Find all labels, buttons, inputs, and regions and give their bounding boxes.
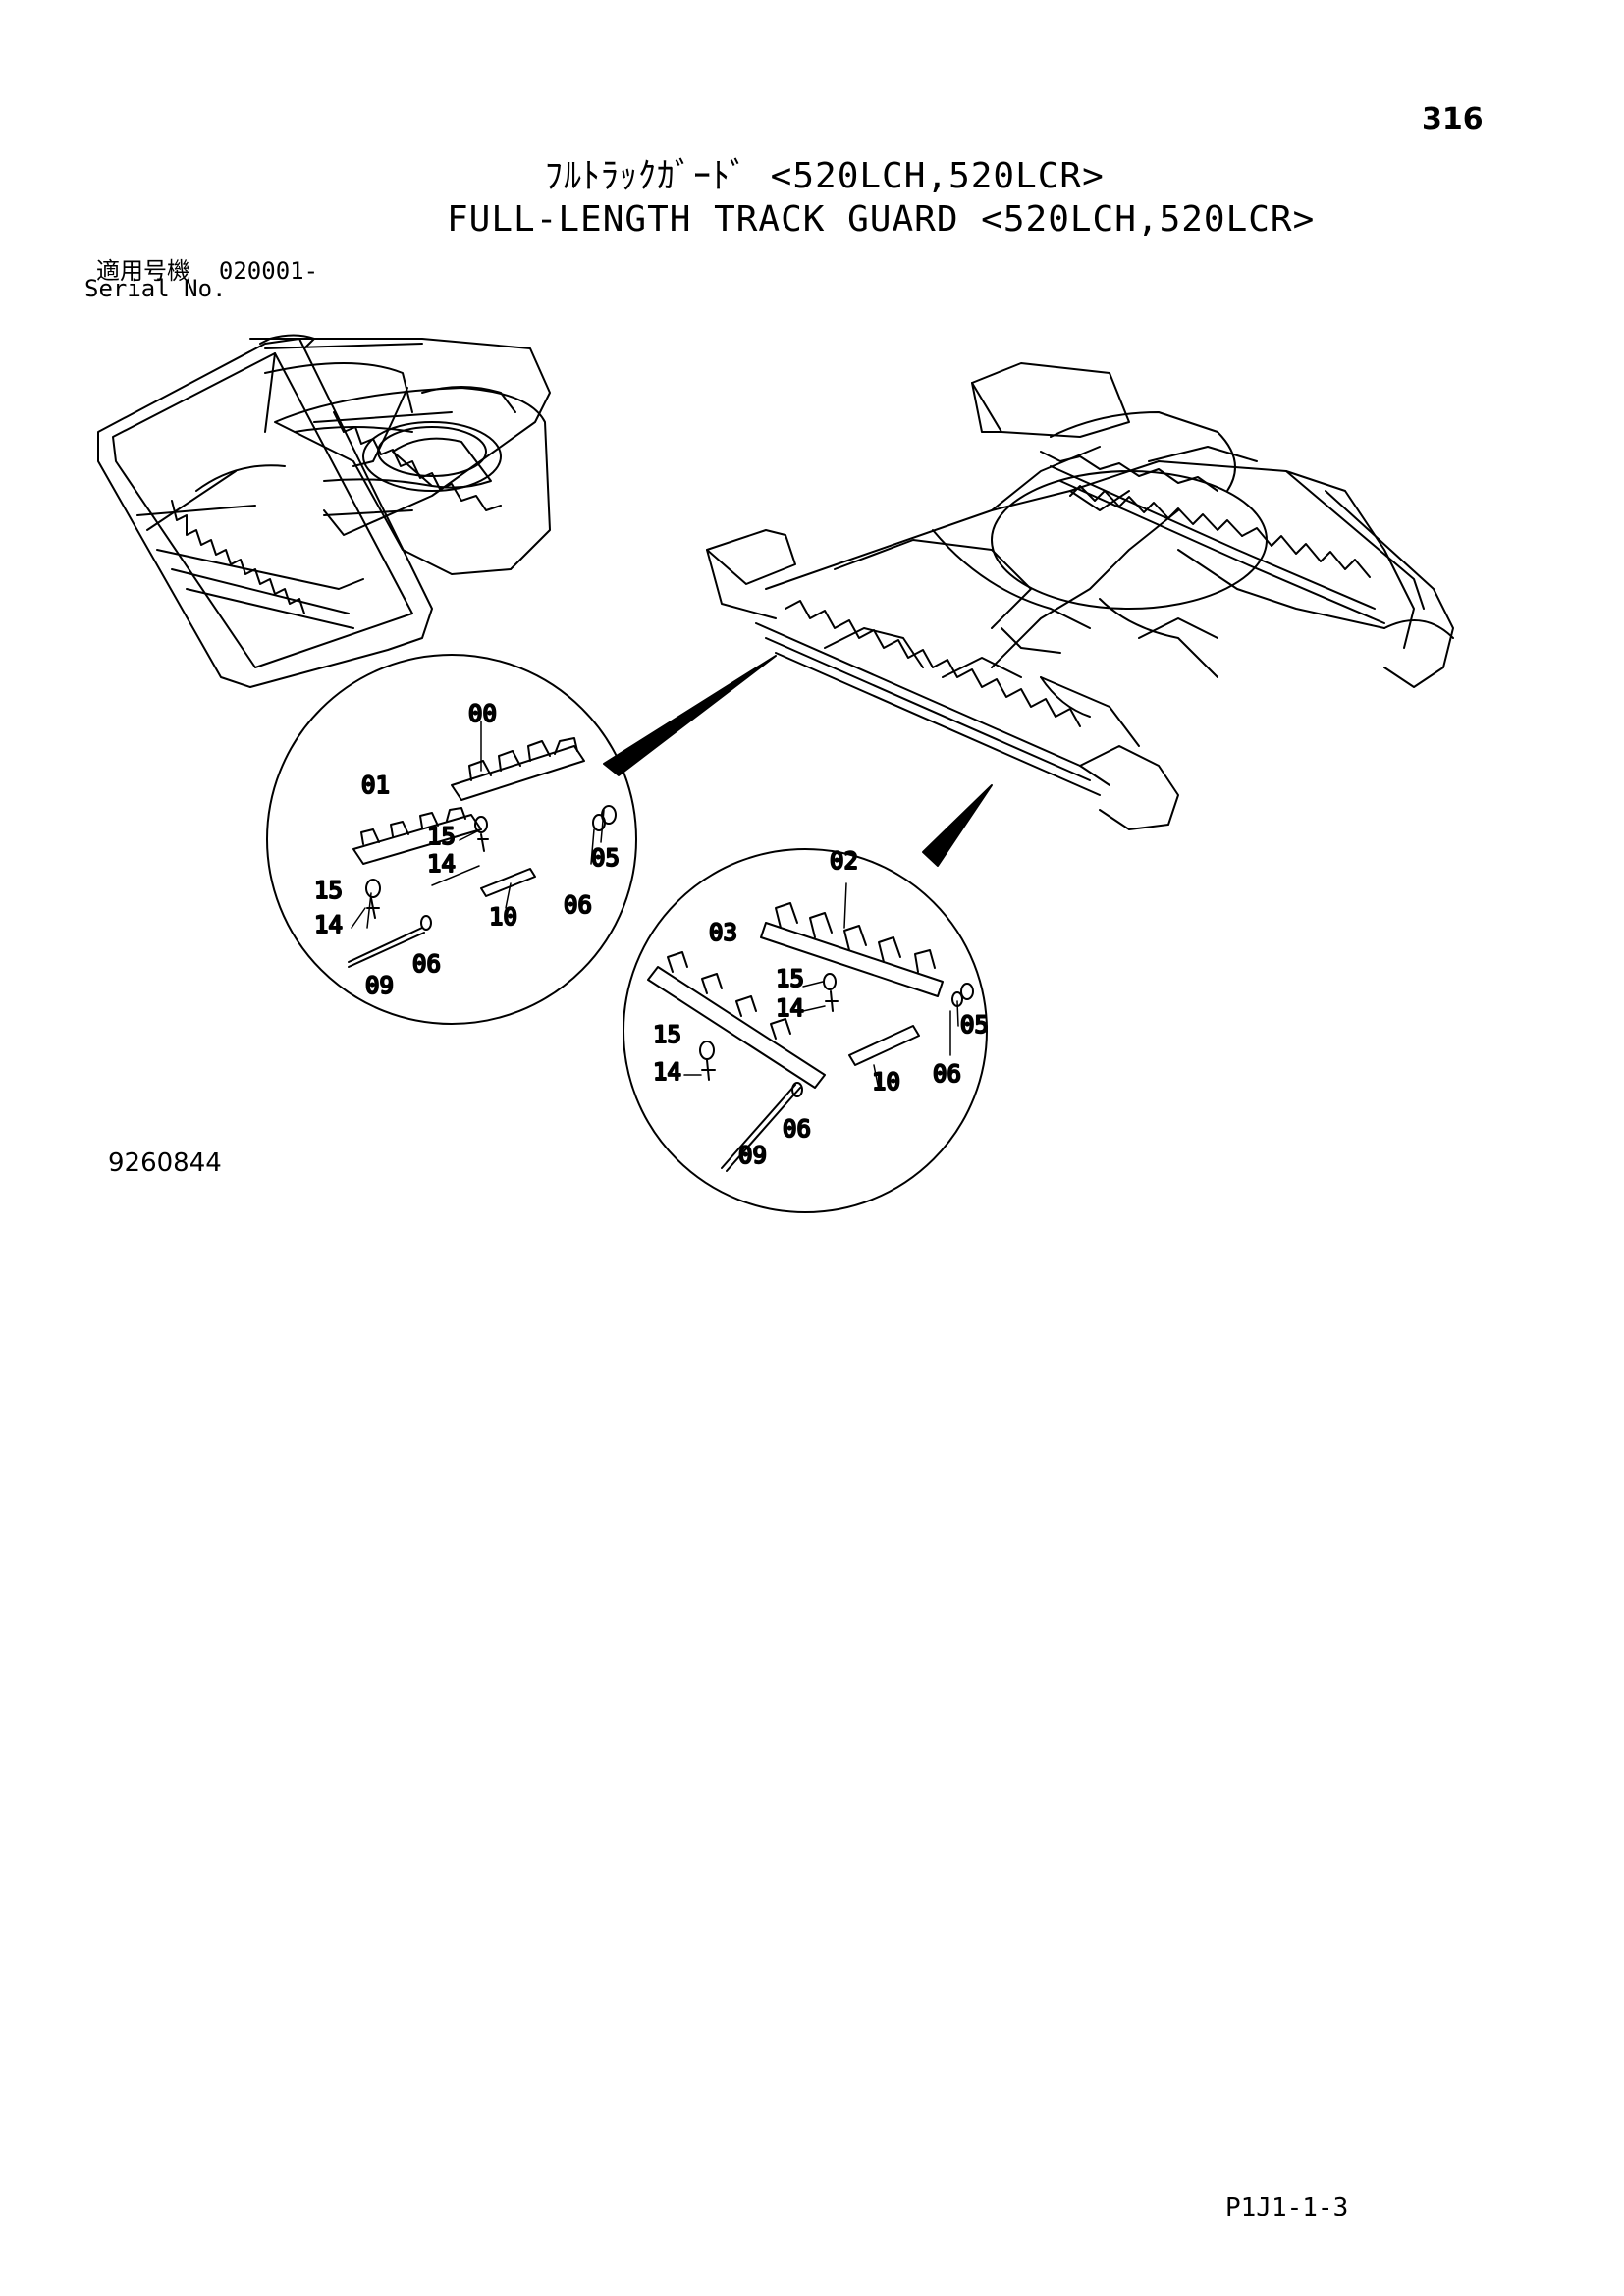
callout-10: 10 [872, 1068, 900, 1095]
callout-15: 15 [314, 877, 343, 904]
serial-applicability: 適用号機 020001- [96, 251, 318, 286]
callout-00: 00 [468, 700, 497, 727]
callout-14: 14 [653, 1058, 681, 1086]
leader-lines [351, 721, 959, 1091]
title-english: FULL-LENGTH TRACK GUARD <520LCH,520LCR> [447, 199, 1316, 240]
serial-value: 020001- [218, 257, 319, 285]
serial-label-japanese: 適用号機 [96, 257, 190, 285]
callout-01: 01 [361, 772, 390, 799]
undercarriage-large [706, 362, 1454, 830]
callout-10: 10 [489, 903, 517, 931]
drawing-number: 9260844 [108, 1148, 222, 1178]
pointer-wedge-left [603, 655, 777, 776]
callout-06: 06 [412, 950, 441, 978]
detail-circle-left [266, 654, 637, 1025]
callout-15: 15 [653, 1021, 681, 1048]
serial-label-english: Serial No. [84, 275, 227, 302]
page-number: 316 [1422, 102, 1484, 136]
callout-02: 02 [830, 847, 858, 875]
detail-circle-right [623, 848, 988, 1213]
callout-14: 14 [314, 911, 343, 938]
undercarriage-overview-small [97, 334, 551, 688]
callout-06: 06 [564, 891, 592, 919]
callout-05: 05 [591, 844, 620, 872]
callout-09: 09 [738, 1142, 767, 1169]
callout-15: 15 [427, 823, 456, 850]
callout-09: 09 [365, 972, 394, 999]
callout-05: 05 [960, 1011, 989, 1039]
callout-14: 14 [776, 994, 804, 1022]
pointer-wedge-right [922, 784, 993, 867]
callout-06: 06 [783, 1115, 811, 1143]
callout-06: 06 [933, 1060, 961, 1088]
title-japanese: ﾌﾙﾄﾗｯｸｶﾞｰﾄﾞ <520LCH,520LCR> [545, 156, 1105, 196]
callout-03: 03 [709, 919, 737, 946]
callout-14: 14 [427, 850, 456, 878]
page-code: P1J1-1-3 [1225, 2193, 1349, 2222]
callout-15: 15 [776, 965, 804, 992]
